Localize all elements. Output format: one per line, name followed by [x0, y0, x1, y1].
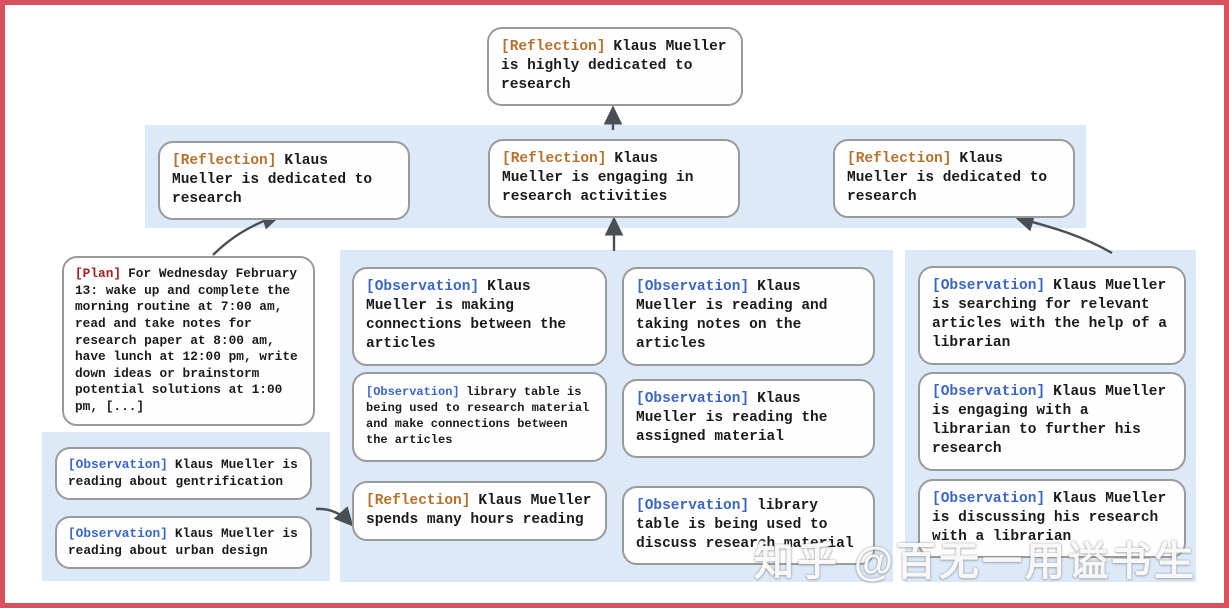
memory-type-tag: [Reflection]	[847, 151, 952, 167]
node-observation-urban-design: [Observation]Klaus Mueller is reading ab…	[55, 516, 312, 570]
memory-type-tag: [Observation]	[932, 278, 1046, 294]
memory-text: Klaus Mueller is dedicated to research	[847, 151, 1048, 206]
memory-type-tag: [Reflection]	[172, 153, 277, 169]
node-observation-taking-notes: [Observation]Klaus Mueller is reading an…	[622, 267, 875, 366]
memory-type-tag: [Observation]	[636, 498, 750, 514]
node-observation-library-table-discuss: [Observation]library table is being used…	[622, 486, 875, 566]
memory-type-tag: [Observation]	[636, 279, 750, 295]
memory-text: Klaus Mueller is reading and taking note…	[636, 279, 828, 353]
node-observation-gentrification: [Observation]Klaus Mueller is reading ab…	[55, 447, 312, 501]
memory-type-tag: [Reflection]	[501, 39, 606, 55]
memory-text: Klaus Mueller is making connections betw…	[366, 279, 567, 353]
memory-type-tag: [Reflection]	[502, 151, 607, 167]
zhihu-watermark: 知乎 @百无一用谥书生	[753, 540, 1197, 584]
node-observation-assigned-material: [Observation]Klaus Mueller is reading th…	[622, 379, 875, 459]
memory-type-tag: [Reflection]	[366, 493, 471, 509]
memory-text: library table is being used to discuss r…	[636, 498, 854, 553]
memory-text: Klaus Mueller is dedicated to research	[172, 153, 373, 208]
node-plan: [Plan]For Wednesday February 13: wake up…	[62, 256, 315, 426]
memory-type-tag: [Observation]	[68, 457, 168, 472]
memory-text: Klaus Mueller is highly dedicated to res…	[501, 39, 727, 94]
memory-text: library table is being used to research …	[366, 385, 590, 447]
arrow-plan-to-left-reflection	[212, 211, 282, 256]
node-observation-engaging-librarian: [Observation]Klaus Mueller is engaging w…	[918, 372, 1186, 471]
arrow-leftband-to-hours-reflection	[315, 506, 354, 527]
memory-type-tag: [Observation]	[932, 491, 1046, 507]
node-observation-searching-articles: [Observation]Klaus Mueller is searching …	[918, 266, 1186, 365]
memory-text: Klaus Mueller is reading the assigned ma…	[636, 391, 828, 446]
node-reflection-mid: [Reflection]Klaus Mueller is engaging in…	[488, 139, 740, 219]
memory-type-tag: [Observation]	[366, 385, 460, 399]
node-reflection-right: [Reflection]Klaus Mueller is dedicated t…	[833, 139, 1075, 219]
memory-type-tag: [Observation]	[932, 384, 1046, 400]
node-root-reflection: [Reflection]Klaus Mueller is highly dedi…	[487, 27, 743, 107]
node-observation-discussing-research: [Observation]Klaus Mueller is discussing…	[918, 479, 1186, 559]
arrow-rightband-to-right-reflection	[1014, 213, 1113, 255]
memory-text: Klaus Mueller is reading about urban des…	[68, 526, 298, 558]
node-observation-library-table-research: [Observation]library table is being used…	[352, 372, 607, 462]
memory-text: Klaus Mueller is engaging in research ac…	[502, 151, 694, 206]
memory-text: For Wednesday February 13: wake up and c…	[75, 266, 298, 414]
memory-text: Klaus Mueller is reading about gentrific…	[68, 457, 298, 489]
memory-text: Klaus Mueller is engaging with a librari…	[932, 384, 1167, 458]
memory-type-tag: [Observation]	[68, 526, 168, 541]
node-reflection-left: [Reflection]Klaus Mueller is dedicated t…	[158, 141, 410, 221]
memory-text: Klaus Mueller is discussing his research…	[932, 491, 1167, 546]
memory-type-tag: [Observation]	[636, 391, 750, 407]
memory-type-tag: [Plan]	[75, 266, 122, 281]
memory-type-tag: [Observation]	[366, 279, 480, 295]
memory-text: Klaus Mueller is searching for relevant …	[932, 278, 1167, 352]
node-observation-making-connections: [Observation]Klaus Mueller is making con…	[352, 267, 607, 366]
memory-text: Klaus Mueller spends many hours reading	[366, 493, 592, 529]
node-reflection-hours-reading: [Reflection]Klaus Mueller spends many ho…	[352, 481, 607, 542]
